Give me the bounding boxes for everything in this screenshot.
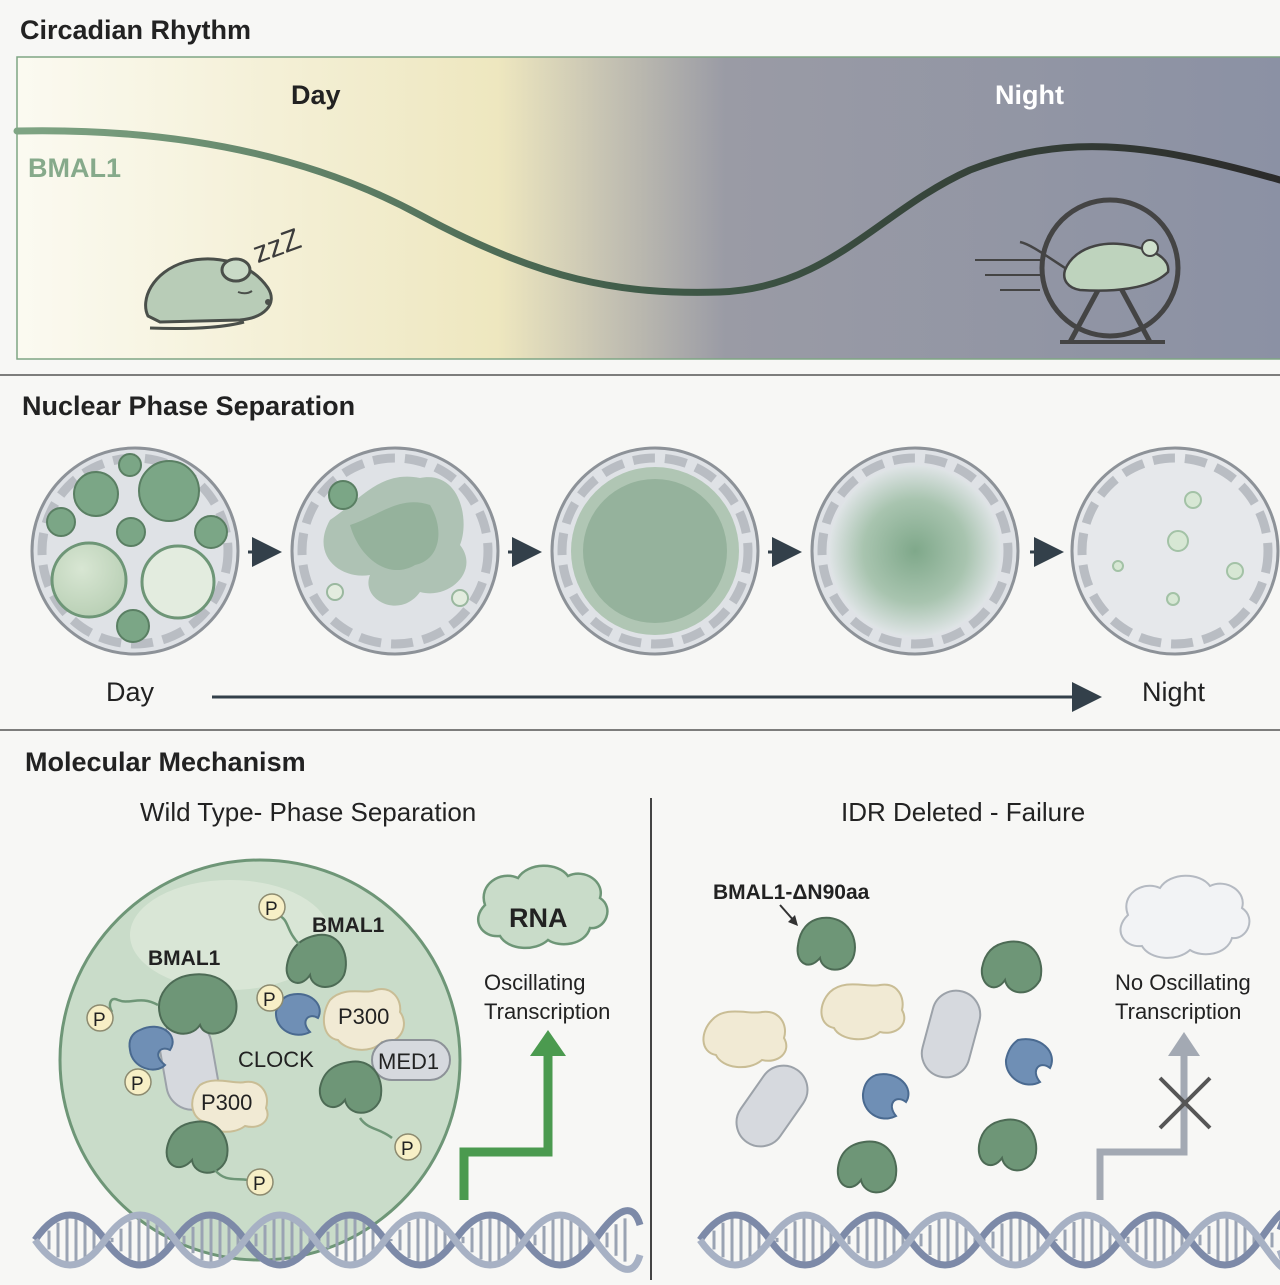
phosphate-label-5: P	[401, 1139, 414, 1160]
dna-helix-right	[697, 1210, 1280, 1270]
failed-transcription-arrow	[1096, 1052, 1188, 1200]
clock-scatter-1	[1004, 1038, 1053, 1086]
bmal1-label-b: BMAL1	[312, 914, 385, 937]
dna-helix-left	[32, 1207, 644, 1273]
day-label: Day	[291, 80, 341, 110]
mechanism-section: Molecular Mechanism Wild Type- Phase Sep…	[25, 747, 1280, 1280]
bmal1-protein-b	[285, 933, 347, 988]
nucleus-stage-5	[1070, 446, 1280, 656]
p300-blob-a	[322, 988, 405, 1051]
nucleus-stage-3	[550, 446, 760, 656]
med1-label: MED1	[378, 1049, 439, 1074]
bmal1-mutant-3	[836, 1140, 898, 1194]
bmal1-mutant-4	[977, 1118, 1038, 1172]
wild-type-title: Wild Type- Phase Separation	[140, 797, 476, 827]
bmal1-curve-label: BMAL1	[28, 153, 121, 183]
no-oscillating-label: No Oscillating	[1115, 970, 1251, 995]
phosphate-label-4: P	[131, 1074, 144, 1095]
nucleus-stage-2	[290, 446, 500, 656]
empty-cloud	[1119, 874, 1251, 959]
bmal1-mutant-1	[796, 916, 856, 971]
night-label: Night	[995, 80, 1064, 110]
blocked-x-icon	[1158, 1076, 1212, 1130]
p300-label-b: P300	[201, 1090, 252, 1115]
phase-day-label: Day	[106, 677, 155, 707]
phosphate-label-1: P	[265, 899, 278, 920]
nucleus-stage-1	[30, 446, 240, 656]
phosphate-label-2: P	[263, 990, 276, 1011]
bmal1-rhythm-curve	[13, 127, 1280, 296]
bmal1-protein-d	[165, 1120, 229, 1174]
phase-night-label: Night	[1142, 677, 1206, 707]
p300-label-a: P300	[338, 1004, 389, 1029]
mutant-label: BMAL1-ΔN90aa	[713, 881, 870, 904]
bmal1-protein-c	[318, 1060, 383, 1114]
circadian-title: Circadian Rhythm	[20, 15, 251, 45]
nucleus-stage-4	[810, 446, 1020, 656]
bmal1-label-a: BMAL1	[148, 947, 221, 970]
clock-protein-a	[128, 1025, 174, 1071]
circadian-section: Circadian Rhythm Day Night BMAL1 zzZ	[13, 15, 1280, 360]
running-wheel-mouse-icon	[975, 197, 1181, 344]
no-transcription-label: Transcription	[1115, 999, 1241, 1024]
p300-scatter-2	[820, 983, 906, 1041]
oscillating-label: Oscillating	[484, 970, 585, 995]
idr-deleted-title: IDR Deleted - Failure	[841, 797, 1085, 827]
bmal1-mutant-2	[980, 940, 1043, 994]
scattered-proteins	[702, 916, 1053, 1194]
transcription-label: Transcription	[484, 999, 610, 1024]
rna-cloud	[477, 864, 609, 949]
med1-scatter-2	[735, 1064, 809, 1148]
phosphate-badges: P P P P P P	[86, 893, 422, 1196]
wild-type-droplet: BMAL1 BMAL1 P300 MED1 CLOCK P300	[58, 858, 462, 1262]
med1-scatter-1	[920, 989, 982, 1079]
phosphate-label-3: P	[93, 1010, 106, 1031]
mechanism-title: Molecular Mechanism	[25, 747, 306, 777]
med1-pill	[371, 1039, 451, 1081]
bmal1-protein-a	[158, 973, 238, 1035]
phosphate-label-6: P	[253, 1174, 266, 1195]
rna-label: RNA	[509, 903, 568, 933]
clock-label: CLOCK	[238, 1047, 314, 1072]
clock-scatter-2	[861, 1073, 910, 1120]
phase-title: Nuclear Phase Separation	[22, 391, 355, 421]
phase-section: Nuclear Phase Separation	[22, 391, 1280, 712]
sleeping-mouse-icon: zzZ	[144, 222, 305, 331]
transcription-arrow	[459, 1052, 553, 1200]
p300-scatter-1	[702, 1010, 788, 1069]
